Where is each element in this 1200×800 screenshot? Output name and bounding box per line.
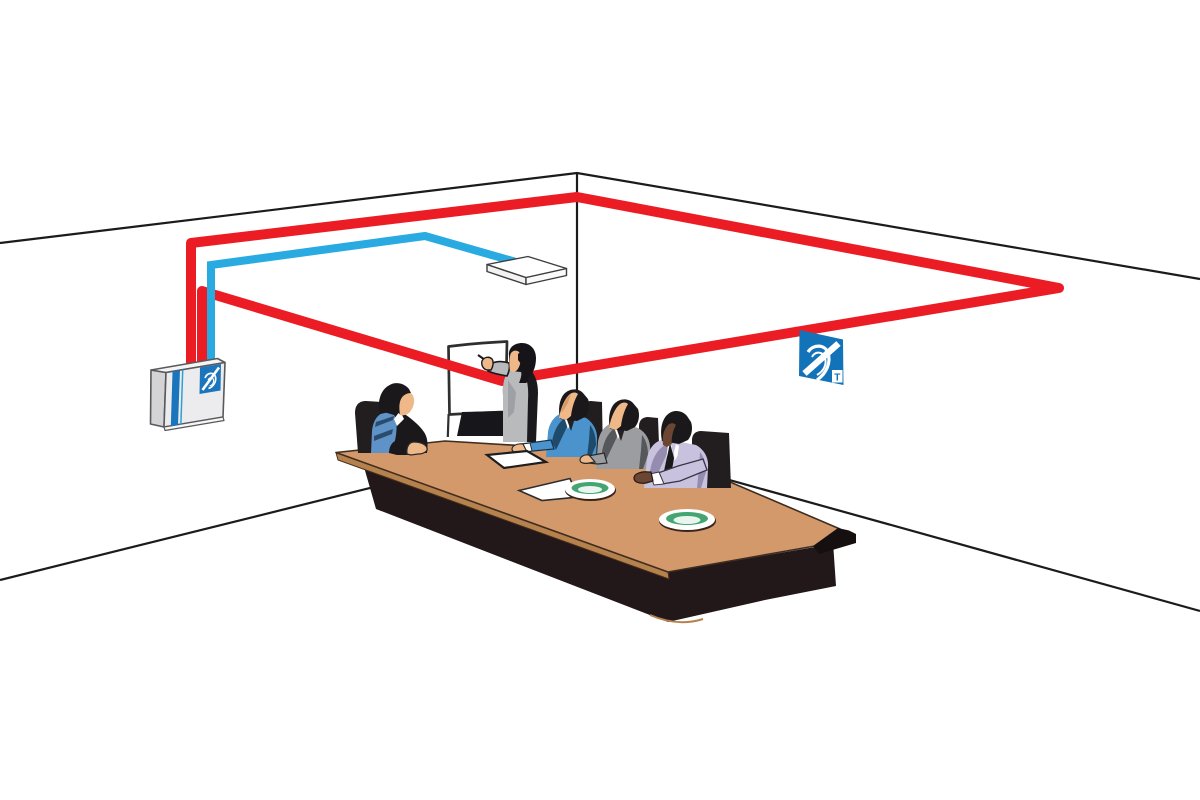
svg-text:T: T bbox=[834, 373, 840, 384]
